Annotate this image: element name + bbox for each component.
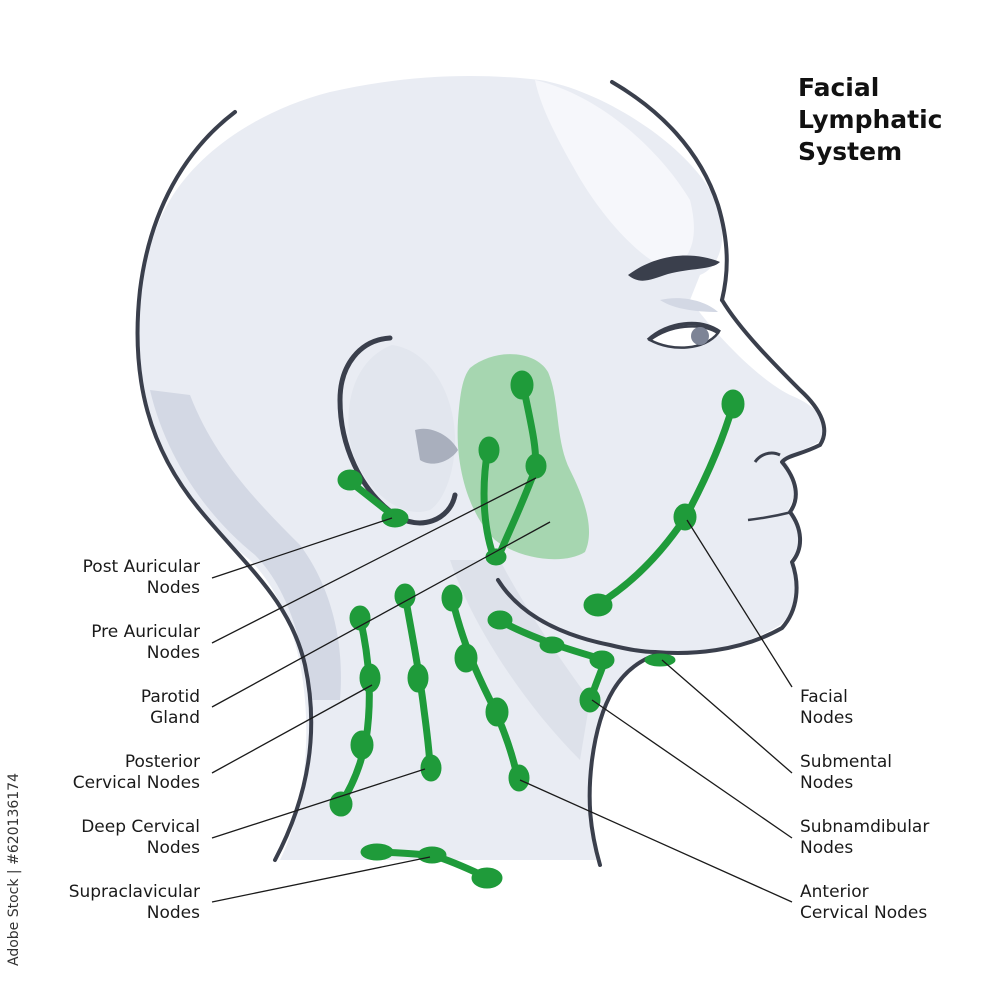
back-of-head-outline [135, 110, 314, 862]
label-pre-auricular: Pre Auricular Nodes [91, 622, 200, 663]
leader-facial [686, 519, 793, 688]
lip-line [747, 510, 793, 522]
leader-submandibular [591, 699, 793, 839]
jaw-outline [496, 578, 657, 654]
title-line-3: System [798, 137, 903, 166]
ear-canal [415, 428, 458, 464]
leader-anterior-cervical [519, 779, 793, 903]
anterior-cervical-nodes [441, 584, 530, 792]
title-line-1: Facial [798, 73, 880, 102]
supraclavicular-nodes [360, 843, 503, 889]
leader-deep-cervical [211, 768, 426, 839]
facial-nodes [583, 389, 745, 617]
deep-cervical-nodes [394, 583, 442, 782]
parotid-nodes [494, 370, 547, 562]
leader-parotid [211, 521, 551, 708]
lymph-nodes [329, 370, 745, 889]
leader-post-auricular [211, 517, 393, 579]
cheek-highlight [535, 80, 694, 270]
label-post-auricular: Post Auricular Nodes [82, 557, 200, 598]
leader-lines [211, 477, 793, 903]
label-posterior-cervical: Posterior Cervical Nodes [72, 752, 200, 793]
label-parotid-gland: Parotid Gland [140, 687, 200, 728]
ear-fill [348, 345, 455, 512]
eyebrow [628, 255, 720, 281]
leader-pre-auricular [211, 477, 537, 644]
neck-shadow [450, 560, 590, 760]
front-neck-outline [587, 653, 657, 867]
label-submental: Submental Nodes [800, 752, 892, 793]
leader-submental [661, 659, 793, 774]
label-supraclavicular: Supraclavicular Nodes [68, 882, 200, 923]
posterior-cervical-nodes [329, 605, 381, 817]
leader-supraclavicular [211, 856, 431, 903]
eye-shadow [660, 298, 718, 312]
skin-shadow [150, 390, 341, 700]
submandibular-nodes [487, 610, 615, 713]
stock-watermark: Adobe Stock | #620136174 [6, 773, 22, 966]
title-line-2: Lymphatic [798, 105, 943, 134]
diagram-title: Facial Lymphatic System [798, 72, 942, 168]
eye-region [628, 255, 722, 349]
parotid-gland [457, 354, 590, 560]
label-facial: Facial Nodes [800, 687, 854, 728]
profile-outline [653, 298, 827, 655]
post-auricular-nodes [337, 469, 409, 528]
forehead-outline [610, 80, 729, 302]
ear-outline [337, 335, 458, 526]
eyelid [646, 321, 722, 342]
label-submandibular: Subnamdibular Nodes [800, 817, 930, 858]
label-deep-cervical: Deep Cervical Nodes [81, 817, 200, 858]
submental-nodes [644, 653, 676, 667]
leader-posterior-cervical [211, 684, 373, 774]
nostril [753, 451, 781, 463]
label-anterior-cervical: Anterior Cervical Nodes [800, 882, 928, 923]
iris [691, 327, 709, 345]
